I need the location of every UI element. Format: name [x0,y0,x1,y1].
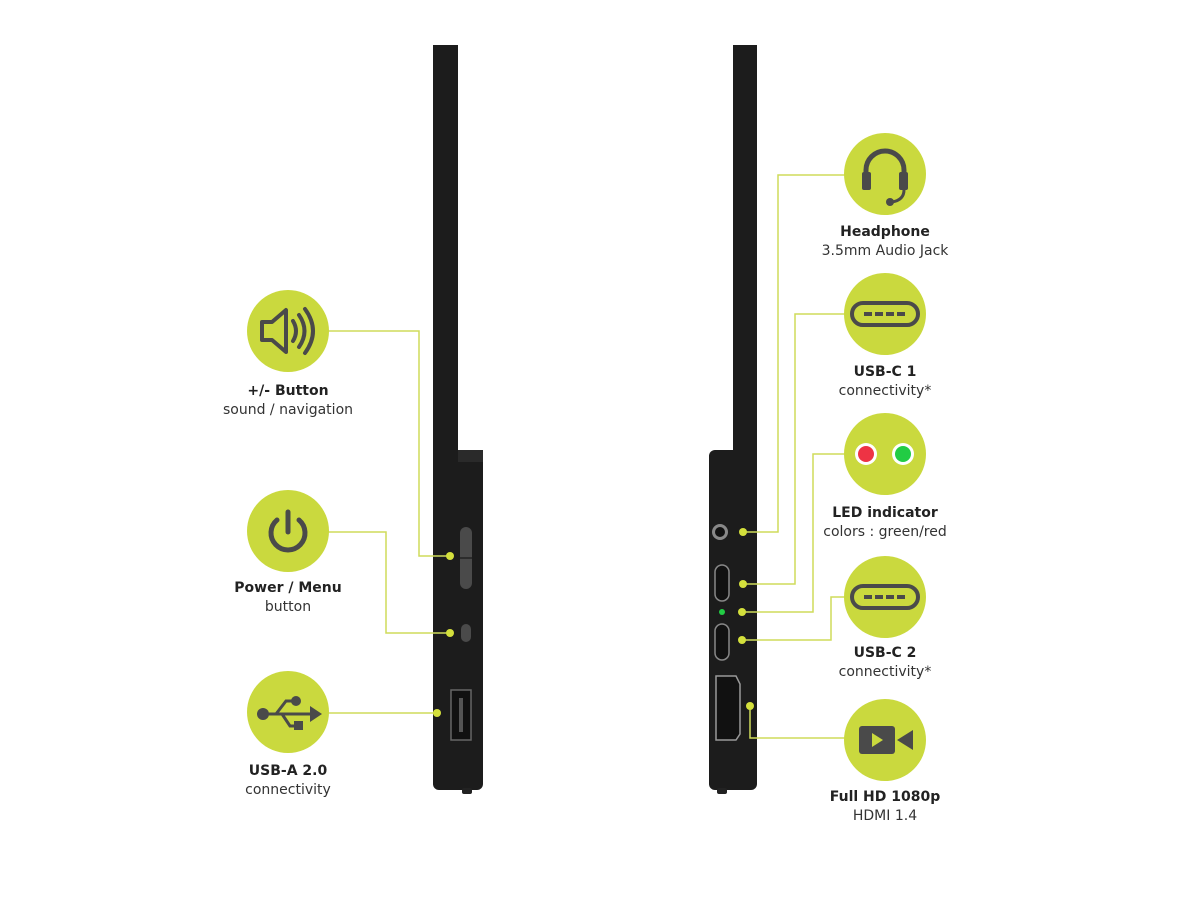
speaker-icon [247,290,329,372]
usb-c-icon [844,273,926,355]
feature-label-usb-c-1: USB-C 1 connectivity* [838,364,932,399]
feature-label-usb-c-2: USB-C 2 connectivity* [838,645,932,680]
right-device-side [709,45,757,794]
usb-c-port-2 [714,623,730,661]
feature-label-volume: +/- Button sound / navigation [222,383,354,418]
power-icon [247,490,329,572]
hdmi-port [715,675,741,741]
usb-c-port-1 [714,564,730,602]
headphone-icon [844,133,926,215]
video-camera-icon [844,699,926,781]
feature-label-headphone: Headphone 3.5mm Audio Jack [821,224,949,259]
feature-label-hdmi: Full HD 1080p HDMI 1.4 [829,789,941,824]
usb-c-icon [844,556,926,638]
led-icon [844,413,926,495]
feature-label-led: LED indicator colors : green/red [823,505,947,540]
power-button [461,624,471,642]
led-light [719,609,725,615]
feature-label-usb-a: USB-A 2.0 connectivity [245,763,331,798]
usb-icon [247,671,329,753]
feature-label-power: Power / Menu button [234,580,342,615]
connector-lines [328,174,845,739]
left-device-side [433,45,483,794]
connector-dots [433,528,754,717]
